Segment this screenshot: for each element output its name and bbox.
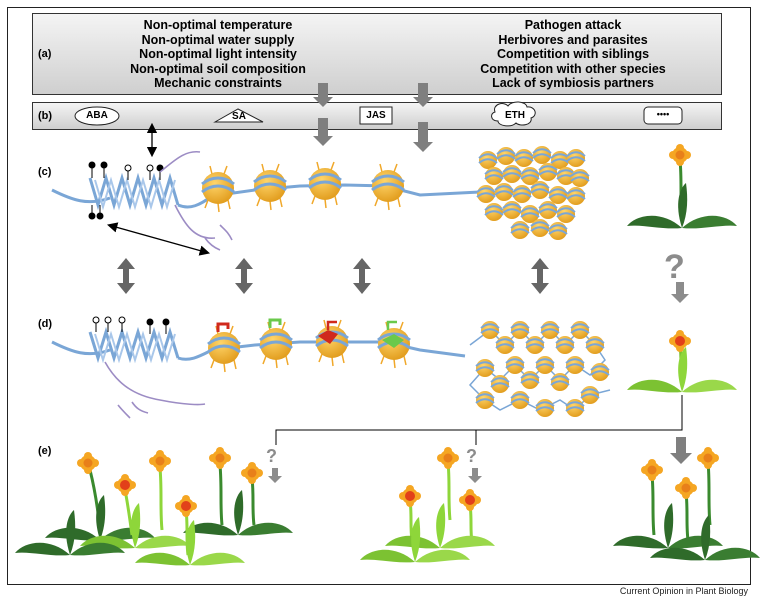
- hormone-eth: ETH: [505, 110, 525, 121]
- plant-c: [627, 144, 737, 229]
- question-mark-large: ?: [664, 248, 685, 286]
- hormone-more: ••••: [656, 109, 670, 119]
- biotic-stress-list: Pathogen attack Herbivores and parasites…: [453, 18, 693, 91]
- plant-group-mixed: [15, 447, 293, 566]
- question-mark-left: ?: [266, 446, 277, 466]
- condensed-chromatin: [476, 145, 590, 241]
- biotic-stress-item: Pathogen attack: [524, 18, 622, 32]
- question-mark-middle: ?: [466, 446, 477, 466]
- hormone-sa: SA: [232, 111, 246, 122]
- abiotic-stress-item: Mechanic constraints: [154, 76, 282, 90]
- abiotic-stress-item: Non-optimal light intensity: [139, 47, 297, 61]
- figure-frame: [7, 7, 751, 585]
- panel-label-e: (e): [38, 445, 52, 457]
- plant-d: [627, 330, 737, 393]
- plant-group-light: [360, 447, 495, 563]
- abiotic-stress-item: Non-optimal soil composition: [130, 61, 306, 76]
- figure-credit: Current Opinion in Plant Biology: [619, 586, 748, 596]
- abiotic-stress-item: Non-optimal water supply: [141, 32, 295, 47]
- biotic-stress-item: Competition with siblings: [496, 47, 650, 61]
- hormone-jas: JAS: [366, 110, 386, 121]
- panel-label-c: (c): [38, 166, 52, 178]
- stress-factors-box: Non-optimal temperature Non-optimal wate…: [32, 13, 722, 95]
- panel-label-b: (b): [38, 110, 53, 122]
- biotic-stress-item: Competition with other species: [480, 61, 666, 76]
- hormone-aba: ABA: [86, 110, 108, 121]
- abiotic-stress-list: Non-optimal temperature Non-optimal wate…: [103, 18, 333, 91]
- biotic-stress-item: Herbivores and parasites: [498, 32, 648, 47]
- abiotic-stress-item: Non-optimal temperature: [143, 18, 293, 32]
- plant-group-dark: [613, 447, 760, 561]
- panel-label-d: (d): [38, 318, 53, 330]
- biotic-stress-item: Lack of symbiosis partners: [492, 76, 654, 90]
- panel-label-a: (a): [38, 48, 52, 60]
